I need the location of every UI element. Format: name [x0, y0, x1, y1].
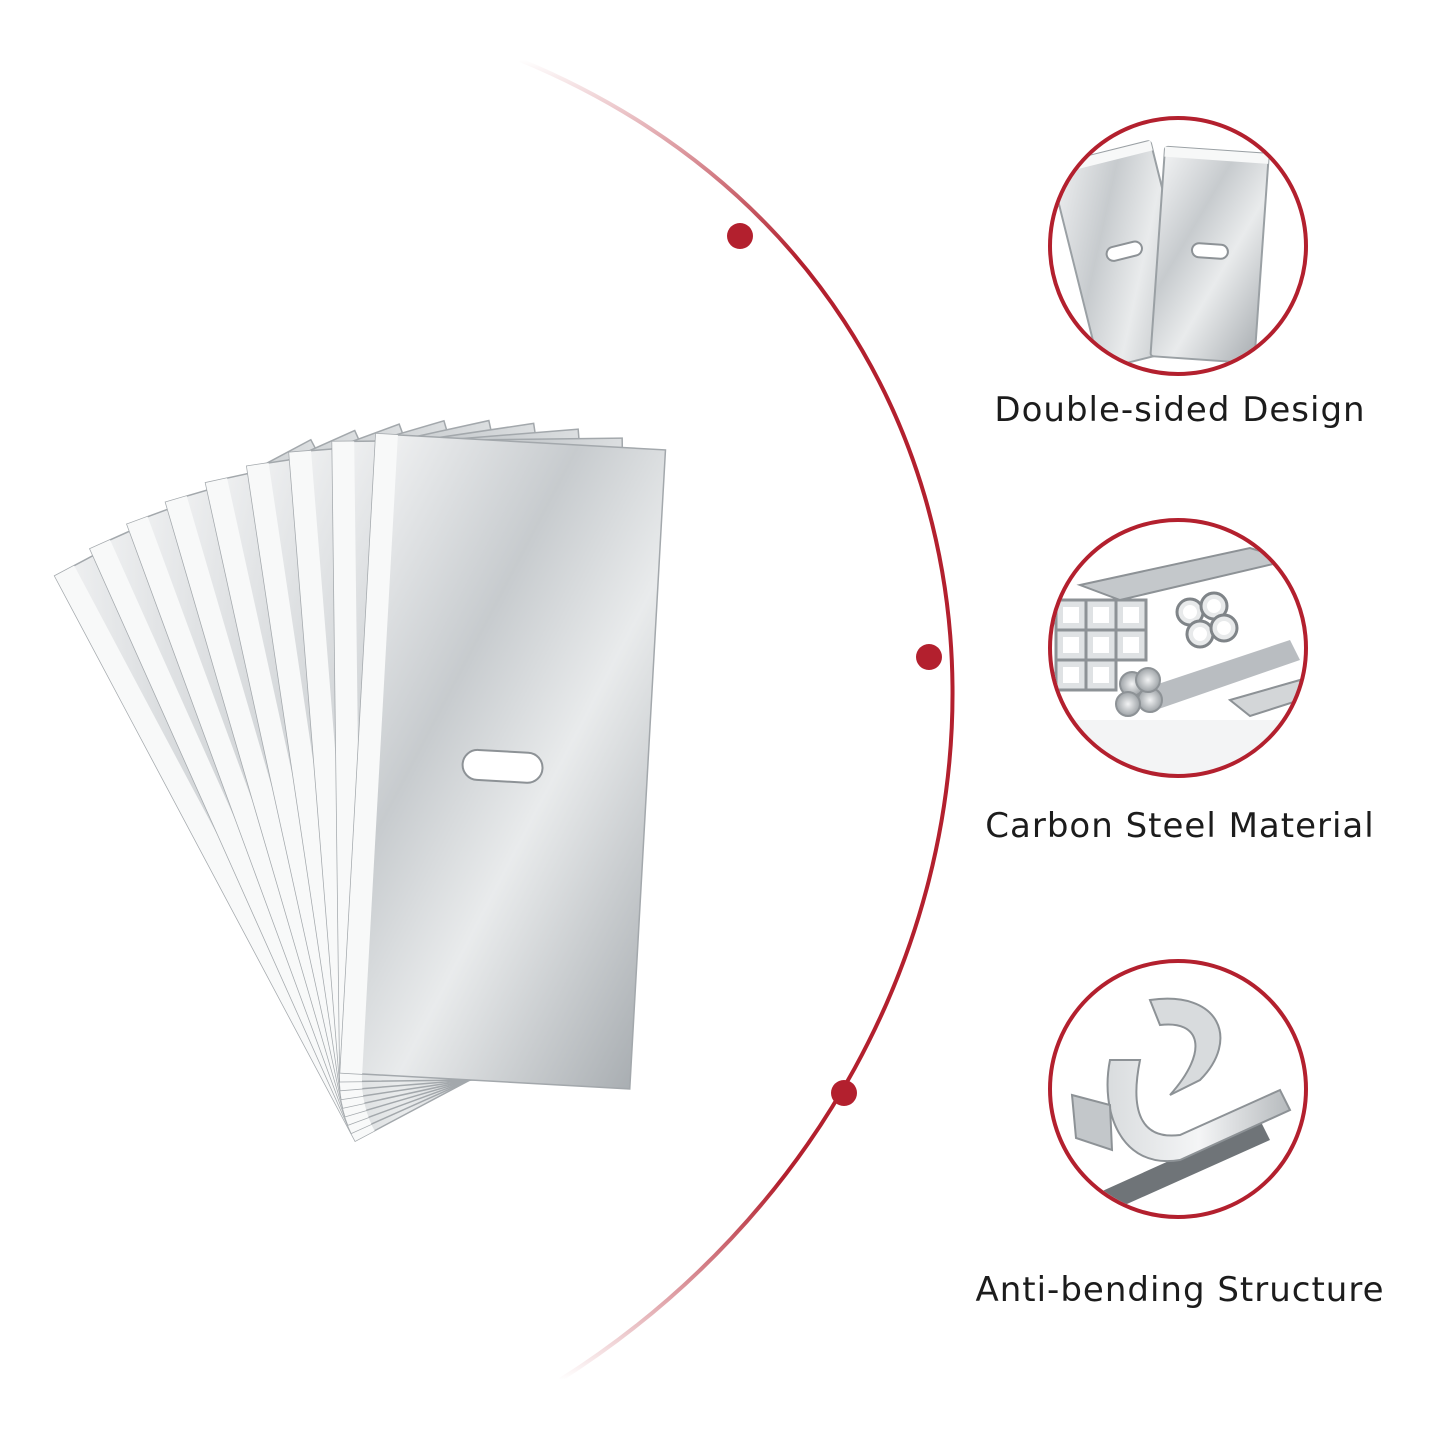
- feature-icon-2: [1052, 522, 1304, 774]
- blade: [339, 432, 667, 1090]
- feature-label-carbon-steel: Carbon Steel Material: [985, 806, 1375, 846]
- feature-ring-1: [1048, 116, 1308, 376]
- decorative-arc: [519, 58, 955, 1382]
- feature-icon-1: [1052, 120, 1304, 372]
- arc-dot-2: [916, 644, 942, 670]
- blade-fan: [53, 419, 667, 1143]
- feature-label-double-sided: Double-sided Design: [994, 390, 1366, 430]
- blade-slot: [461, 748, 544, 784]
- arc-dot-3: [831, 1080, 857, 1106]
- feature-label-anti-bending: Anti-bending Structure: [975, 1270, 1385, 1310]
- feature-icon-3: [1052, 963, 1304, 1215]
- feature-ring-2: [1048, 518, 1308, 778]
- arc-dot-1: [727, 223, 753, 249]
- feature-ring-3: [1048, 959, 1308, 1219]
